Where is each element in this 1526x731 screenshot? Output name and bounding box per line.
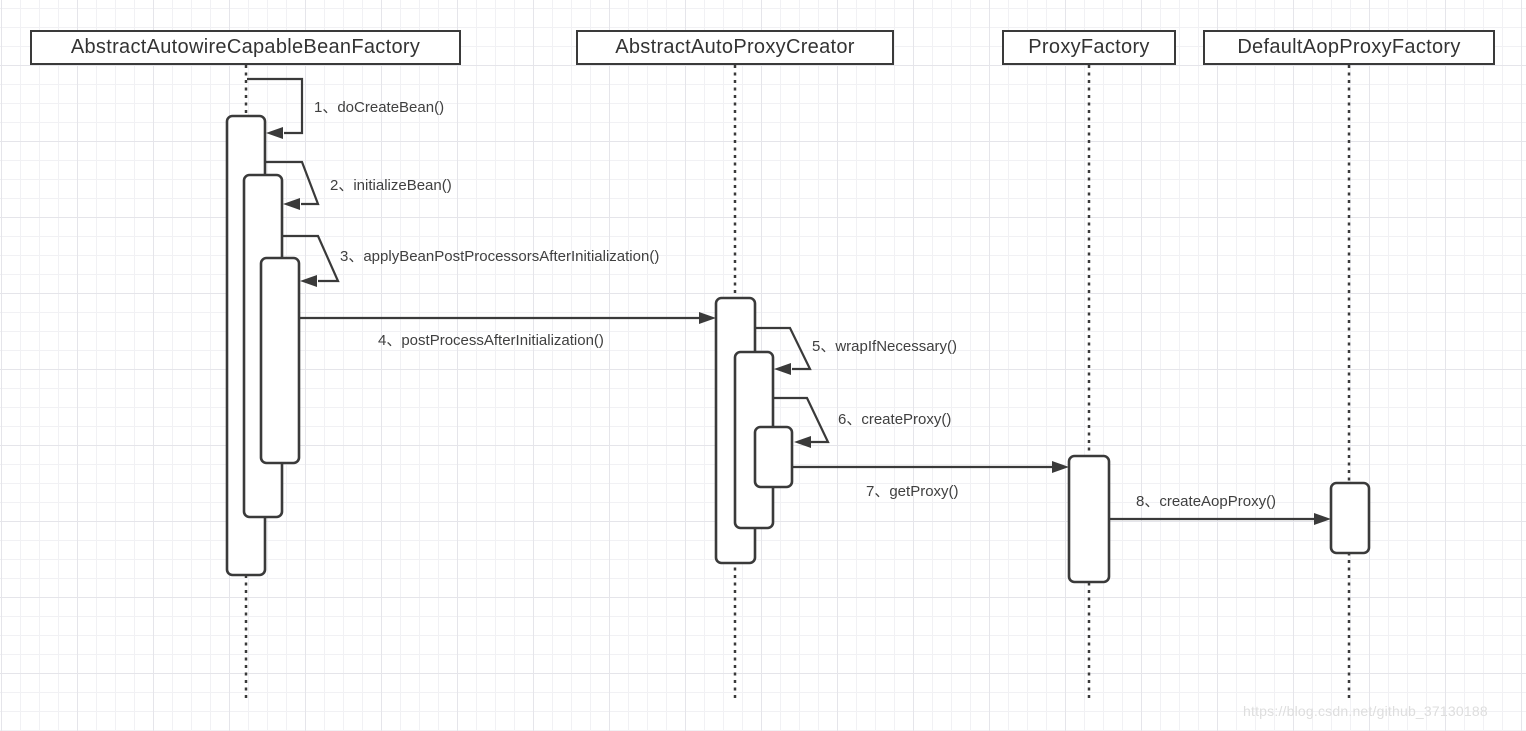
arrowhead xyxy=(300,275,317,287)
message-arrow-7 xyxy=(793,461,1069,473)
arrowhead xyxy=(774,363,791,375)
arrowhead xyxy=(794,436,811,448)
message-arrow-1 xyxy=(247,77,304,139)
message-arrow-4 xyxy=(300,312,716,324)
message-label-6: 6、createProxy() xyxy=(838,411,952,428)
lifeline-header-2: AbstractAutoProxyCreator xyxy=(576,30,894,65)
arrowhead xyxy=(283,198,300,210)
message-arrow-2 xyxy=(266,160,320,210)
message-label-4: 4、postProcessAfterInitialization() xyxy=(378,332,604,349)
activation-bar-4a xyxy=(1329,481,1371,555)
arrowhead xyxy=(266,127,283,139)
arrowhead xyxy=(1052,461,1069,473)
message-label-5: 5、wrapIfNecessary() xyxy=(812,338,958,355)
watermark-url: https://blog.csdn.net/github_37130188 xyxy=(1243,703,1488,719)
message-label-7: 7、getProxy() xyxy=(866,483,959,500)
lifeline-header-4: DefaultAopProxyFactory xyxy=(1203,30,1495,65)
message-label-3: 3、applyBeanPostProcessorsAfterInitializa… xyxy=(340,248,660,265)
lifeline-header-1: AbstractAutowireCapableBeanFactory xyxy=(30,30,461,65)
message-arrow-8 xyxy=(1110,513,1331,525)
lifelines-group xyxy=(244,65,1351,700)
activation-bar-2c xyxy=(753,425,794,489)
arrowhead xyxy=(699,312,716,324)
messages-group xyxy=(247,77,1331,525)
activation-bar-1c xyxy=(259,256,301,465)
message-arrow-5 xyxy=(756,326,812,375)
message-arrow-3 xyxy=(283,234,340,287)
message-arrow-6 xyxy=(774,396,830,448)
lifeline-header-3: ProxyFactory xyxy=(1002,30,1176,65)
message-label-2: 2、initializeBean() xyxy=(330,177,452,194)
message-label-1: 1、doCreateBean() xyxy=(314,99,445,116)
message-label-8: 8、createAopProxy() xyxy=(1136,493,1277,510)
arrowhead xyxy=(1314,513,1331,525)
activation-bars-group xyxy=(225,114,1371,584)
activation-bar-3a xyxy=(1067,454,1111,584)
